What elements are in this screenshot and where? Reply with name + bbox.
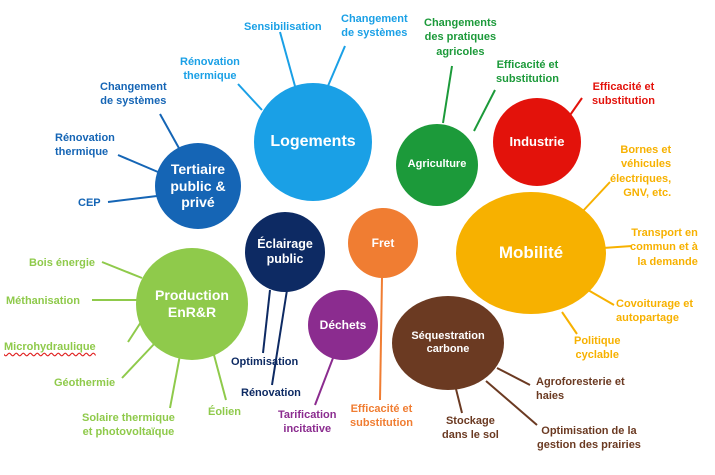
connector-sequestration-stockage bbox=[454, 384, 463, 414]
label-bornes: Bornes et véhicules électriques, GNV, et… bbox=[610, 144, 672, 199]
bubble-tertiaire: Tertiaire public & privé bbox=[155, 143, 241, 229]
connector-production-bois bbox=[101, 261, 143, 279]
label-microhydraulique: Microhydraulique bbox=[4, 341, 96, 353]
bubble-dechets-label: Déchets bbox=[319, 317, 367, 332]
label-cep: CEP bbox=[78, 197, 101, 209]
connector-mobilite-covoiturage bbox=[587, 289, 615, 306]
label-changement-systemes-tertiaire: Changement de systèmes bbox=[100, 81, 167, 108]
connector-mobilite-cyclable bbox=[561, 311, 578, 335]
bubble-fret: Fret bbox=[348, 208, 418, 278]
bubble-agriculture-label: Agriculture bbox=[407, 158, 467, 171]
connector-logements-renovation bbox=[237, 83, 263, 111]
bubble-sequestration-line-2: carbone bbox=[426, 343, 470, 355]
label-renovation-eclairage: Rénovation bbox=[241, 387, 301, 399]
label-sensibilisation: Sensibilisation bbox=[244, 21, 322, 33]
connector-dechets-tarification bbox=[314, 357, 334, 406]
connector-tertiaire-changement bbox=[159, 113, 181, 151]
connector-production-micro bbox=[127, 321, 142, 343]
label-efficacite-industrie: Efficacité et substitution bbox=[592, 81, 655, 108]
bubble-tertiaire-line-3: privé bbox=[181, 194, 215, 211]
connector-eclairage-renovation bbox=[271, 289, 288, 386]
connector-tertiaire-renovation bbox=[117, 154, 159, 173]
label-bois-energie: Bois énergie bbox=[29, 257, 96, 269]
connector-eclairage-optimisation bbox=[262, 289, 271, 354]
connector-agriculture-efficacite bbox=[473, 89, 496, 132]
bubble-fret-label: Fret bbox=[371, 235, 395, 250]
label-optimisation-prairies: Optimisation de la gestion des prairies bbox=[537, 425, 641, 452]
bubble-logements-label: Logements bbox=[270, 133, 356, 151]
connector-production-solaire bbox=[169, 354, 181, 409]
connector-agriculture-changements bbox=[442, 65, 453, 124]
connector-mobilite-bornes bbox=[581, 181, 611, 213]
label-stockage: Stockage dans le sol bbox=[442, 415, 499, 442]
bubble-production-line-2: EnR&R bbox=[167, 304, 217, 320]
bubble-tertiaire-line-2: public & bbox=[170, 177, 226, 194]
bubble-industrie-label: Industrie bbox=[509, 134, 565, 150]
bubble-mobilite: Mobilité bbox=[456, 192, 606, 314]
bubble-dechets: Déchets bbox=[308, 290, 378, 360]
connector-production-geothermie bbox=[121, 341, 157, 379]
label-covoiturage: Covoiturage et autopartage bbox=[616, 298, 694, 325]
label-transport-commun: Transport en commun et à la demande bbox=[630, 227, 698, 268]
label-tarification: Tarification incitative bbox=[278, 409, 337, 436]
bubble-sequestration: Séquestration carbone bbox=[392, 296, 504, 390]
bubble-sequestration-line-1: Séquestration bbox=[411, 329, 485, 342]
bubble-eclairage-line-2: public bbox=[266, 252, 304, 266]
label-geothermie: Géothermie bbox=[54, 377, 116, 389]
label-renovation-thermique-tertiaire: Rénovation thermique bbox=[55, 132, 115, 159]
label-eolien: Éolien bbox=[208, 406, 242, 418]
bubble-agriculture: Agriculture bbox=[396, 124, 478, 206]
label-renovation-thermique-logements: Rénovation thermique bbox=[180, 56, 240, 83]
connector-sequestration-agroforesterie bbox=[496, 367, 531, 386]
label-efficacite-agriculture: Efficacité et substitution bbox=[496, 59, 559, 86]
connector-fret-efficacite bbox=[379, 276, 383, 401]
connector-production-eolien bbox=[213, 354, 227, 401]
label-optimisation: Optimisation bbox=[231, 356, 299, 368]
bubble-mobilite-label: Mobilité bbox=[498, 242, 564, 262]
label-changement-systemes-logements: Changement de systèmes bbox=[341, 13, 408, 40]
bubble-eclairage: Éclairage public bbox=[245, 212, 325, 292]
connector-tertiaire-cep bbox=[107, 195, 158, 203]
label-methanisation: Méthanisation bbox=[6, 295, 80, 307]
bubble-tertiaire-line-1: Tertiaire bbox=[170, 160, 226, 177]
bubble-production: Production EnR&R bbox=[136, 248, 248, 360]
bubble-production-line-1: Production bbox=[155, 287, 229, 304]
connector-sequestration-prairies bbox=[485, 380, 538, 426]
bubble-eclairage-line-1: Éclairage bbox=[257, 237, 313, 251]
label-efficacite-fret: Efficacité et substitution bbox=[350, 403, 413, 430]
label-agroforesterie: Agroforesterie et haies bbox=[536, 376, 625, 403]
label-changements-pratiques: Changements des pratiques agricoles bbox=[424, 17, 497, 58]
label-politique-cyclable: Politique cyclable bbox=[574, 335, 621, 362]
label-solaire: Solaire thermique et photovoltaïque bbox=[82, 412, 175, 439]
bubble-logements: Logements bbox=[254, 83, 372, 201]
connector-mobilite-transport bbox=[602, 245, 633, 249]
bubble-industrie: Industrie bbox=[493, 98, 581, 186]
